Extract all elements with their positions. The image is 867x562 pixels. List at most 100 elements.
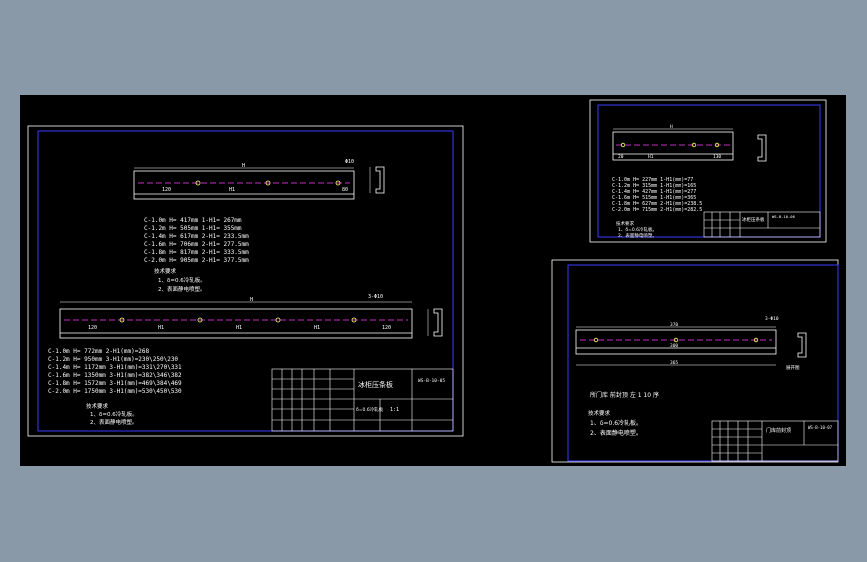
sheet-2-row: C-1.8m H= 627mm 2-H1(mm)=238.5 [612,201,702,207]
sheet-3-dim-phi: 3-Φ10 [765,316,779,322]
sheet-3-dim-overall: 370 [670,322,678,328]
sheet-2-hole [691,142,697,148]
sheet-3-note: 1、δ=0.6冷轧板。 [590,419,642,427]
top-rail-row: C-1.2m H= 505mm 1-H1= 355mm [144,225,242,232]
title-block-code: WS-B-10-05 [418,378,445,384]
title-block-title: 冰柜压条板 [358,380,393,389]
sheet-2-dim-right: 130 [713,154,721,160]
title-block-scale: 1:1 [390,407,399,413]
sheet-2-title-block-title: 冰柜压条板 [742,216,765,223]
top-rail-table: C-1.0m H= 417mm 1-H1= 267mm C-1.2m H= 50… [144,217,249,264]
bottom-rail-row: C-1.0m H= 772mm 2-H1(mm)=268 [48,348,150,355]
sheet-2-notes: 技术要求 1、δ=0.6冷轧板。 2、表面静电喷塑。 [616,220,657,239]
bottom-rail-view: H 3-Φ10 120 H1 H1 H1 120 [59,294,443,339]
sheet-3-title-block-code: WS-B-10-07 [808,425,833,430]
bottom-rail-dim-h1: H1 [314,325,320,331]
bottom-rail-hole [119,317,125,323]
bottom-rail-notes-title: 技术要求 [86,402,109,410]
sheet-2-border [589,99,827,243]
sheet-3-notes-title: 技术要求 [588,409,611,417]
bottom-rail-section [433,308,443,337]
bottom-rail-hole [275,317,281,323]
sheet-3-frame [567,264,839,462]
top-rail-body [133,170,355,200]
bottom-rail-note: 1、δ=0.6冷轧板。 [90,410,138,418]
title-block-material: δ=0.6冷轧板 [356,406,384,413]
sheet-1-title-block: 冰柜压条板 WS-B-10-05 δ=0.6冷轧板 1:1 [271,368,454,432]
sheet-2-row: C-1.2m H= 315mm 1-H1(mm)=165 [612,183,696,189]
top-rail-note: 1、δ=0.6冷轧板。 [158,276,206,284]
top-rail-hole [265,180,271,186]
title-block-border [271,368,454,432]
bottom-rail-table: C-1.0m H= 772mm 2-H1(mm)=268 C-1.2m H= 9… [48,348,182,395]
bottom-rail-dim-phi: 3-Φ10 [368,294,383,300]
sheet-2-row: C-1.4m H= 427mm 1-H1(mm)=277 [612,189,696,195]
sheet-2-hole [620,142,626,148]
top-rail-row: C-1.4m H= 617mm 2-H1= 233.5mm [144,233,249,240]
sheet-2-dim-h: H [670,124,673,130]
sheet-2-row: C-2.0m H= 715mm 2-H1(mm)=282.5 [612,207,702,213]
top-rail-notes: 技术要求 1、δ=0.6冷轧板。 2、表面静电喷塑。 [154,267,206,293]
sheet-2-section [757,134,767,162]
sheet-2-row: C-1.0m H= 227mm 1-H1(mm)=77 [612,177,693,183]
top-rail-dim-right: 80 [342,187,348,193]
top-rail-row: C-2.0m H= 905mm 2-H1= 377.5mm [144,257,249,264]
sheet-3-title-block: 门库前封顶 WS-B-10-07 [711,420,839,462]
bottom-rail-body [59,308,413,339]
sheet-2-title-block-code: WS-B-10-06 [772,214,796,219]
top-rail-section [375,166,385,194]
top-rail-notes-title: 技术要求 [154,267,177,275]
bottom-rail-row: C-1.4m H= 1172mm 3-H1(mm)=331\270\331 [48,364,182,371]
sheet-2: H 20 H1 130 C-1.0m H= 227mm 1-H1(mm)=77 … [589,99,827,243]
bottom-rail-row: C-1.6m H= 1350mm 3-H1(mm)=382\346\382 [48,372,182,379]
top-rail-hole [335,180,341,186]
sheet-3-section [797,332,807,358]
sheet-3-dim-mid: 300 [670,343,678,349]
bottom-rail-note: 2、表面静电喷塑。 [90,418,138,426]
bottom-rail-row: C-1.8m H= 1572mm 3-H1(mm)=469\384\469 [48,380,182,387]
sheet-3-hole [753,337,759,343]
sheet-2-note: 2、表面静电喷塑。 [618,232,657,239]
sheet-2-hole [714,142,720,148]
cad-viewport[interactable]: H Φ10 120 H1 80 C-1.0m H= 417mm 1-H1= 26… [20,95,846,466]
sheet-2-note: 1、δ=0.6冷轧板。 [618,226,657,233]
sheet-1-border [27,125,464,437]
top-rail-view: H Φ10 120 H1 80 [133,159,385,200]
sheet-2-dim-left: 20 [618,154,624,160]
top-rail-dim-left: 120 [162,187,171,193]
top-rail-row: C-1.0m H= 417mm 1-H1= 267mm [144,217,242,224]
sheet-3-note: 2、表面静电喷塑。 [590,429,642,437]
bottom-rail-hole [197,317,203,323]
top-rail-hole [195,180,201,186]
top-rail-note: 2、表面静电喷塑。 [158,285,206,293]
sheet-3-title-block-title: 门库前封顶 [766,427,791,434]
bottom-rail-row: C-1.2m H= 950mm 3-H1(mm)=230\250\230 [48,356,178,363]
top-rail-dim-mid: H1 [229,187,235,193]
sheet-2-notes-title: 技术要求 [616,220,634,227]
sheet-3-side-label: 展开图 [786,365,800,371]
top-rail-row: C-1.8m H= 817mm 2-H1= 333.5mm [144,249,249,256]
sheet-3-caption: 所门库 前封顶 左 1 10 序 [590,391,659,399]
top-rail-dim-h: H [242,163,245,169]
sheet-2-title-block-border [703,211,821,238]
sheet-2-row: C-1.6m H= 515mm 1-H1(mm)=365 [612,195,696,201]
bottom-rail-dim-h1: H1 [158,325,164,331]
top-rail-row: C-1.6m H= 706mm 2-H1= 277.5mm [144,241,249,248]
bottom-rail-dim-h1: H1 [236,325,242,331]
sheet-3-dim-bottom: 365 [670,360,678,366]
bottom-rail-dim-h: H [250,297,253,303]
sheet-3-title-block-border [711,420,839,462]
drawing-canvas[interactable]: H Φ10 120 H1 80 C-1.0m H= 417mm 1-H1= 26… [20,95,846,466]
sheet-2-title-block: 冰柜压条板 WS-B-10-06 [703,211,821,238]
sheet-2-dim-mid: H1 [648,154,654,160]
top-rail-dim-phi: Φ10 [345,159,354,165]
bottom-rail-dim-right: 120 [382,325,391,331]
sheet-3-part-body [575,329,777,355]
bottom-rail-hole [351,317,357,323]
sheet-2-rail-body [612,131,734,161]
sheet-3-notes: 技术要求 1、δ=0.6冷轧板。 2、表面静电喷塑。 [588,409,642,437]
sheet-3-hole [593,337,599,343]
sheet-2-table: C-1.0m H= 227mm 1-H1(mm)=77 C-1.2m H= 31… [612,177,702,213]
sheet-3: 370 3-Φ10 300 365 展开图 所门库 前封顶 左 1 10 序 技… [551,259,839,463]
bottom-rail-notes: 技术要求 1、δ=0.6冷轧板。 2、表面静电喷塑。 [86,402,138,426]
